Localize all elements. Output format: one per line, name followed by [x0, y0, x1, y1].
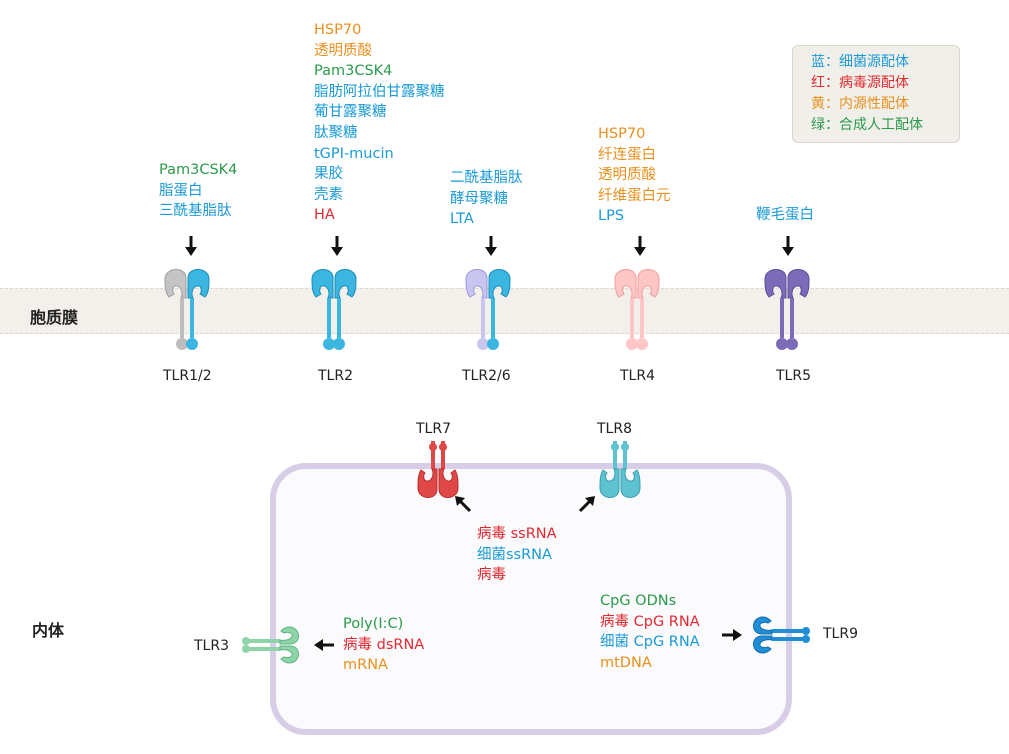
legend-item-viral: 红：病毒源配体: [811, 75, 909, 91]
tlr26-ligand-list: 二酰基脂肽 酵母聚糖 LTA: [450, 168, 523, 230]
ligand: 纤连蛋白: [598, 146, 656, 163]
tlr26-receptor: [465, 269, 511, 350]
tlr12-receptor: [164, 269, 210, 350]
ligand: tGPI-mucin: [314, 145, 394, 162]
ligand: LPS: [598, 208, 625, 225]
tlr7-label: TLR7: [416, 421, 451, 437]
legend-item-synthetic: 绿：合成人工配体: [811, 117, 923, 133]
ligand: 病毒: [477, 567, 506, 584]
legend: 蓝：细菌源配体 红：病毒源配体 黄：内源性配体 绿：合成人工配体: [792, 45, 960, 143]
ligand: 病毒 ssRNA: [477, 526, 557, 542]
ligand: 透明质酸: [598, 167, 656, 184]
ligand: 壳素: [314, 186, 343, 203]
ligand: 透明质酸: [314, 42, 372, 59]
tlr4-ligand-list: HSP70 纤连蛋白 透明质酸 纤维蛋白元 LPS: [598, 124, 671, 227]
tlr12-label: TLR1/2: [163, 368, 212, 384]
ligand: mtDNA: [600, 654, 652, 671]
down-arrow-icon: [485, 236, 497, 256]
tlr2-receptor: [311, 269, 357, 350]
tlr2-ligand-list: HSP70 透明质酸 Pam3CSK4 脂肪阿拉伯甘露聚糖 葡甘露聚糖 肽聚糖 …: [314, 20, 445, 226]
tlr3-ligand-list: Poly(I:C) 病毒 dsRNA mRNA: [343, 614, 424, 676]
ligand: 脂肪阿拉伯甘露聚糖: [314, 83, 445, 100]
down-arrow-icon: [634, 236, 646, 256]
tlr78-ligand-list: 病毒 ssRNA 细菌ssRNA 病毒: [477, 524, 557, 586]
ligand: 葡甘露聚糖: [314, 104, 387, 121]
ligand: 纤维蛋白元: [598, 187, 671, 204]
ligand: 酵母聚糖: [450, 190, 508, 207]
ligand: Pam3CSK4: [314, 63, 393, 80]
tlr5-ligand-list: 鞭毛蛋白: [756, 205, 814, 226]
ligand: HA: [314, 207, 335, 224]
legend-item-endogenous: 黄：内源性配体: [811, 96, 909, 112]
tlr9-label: TLR9: [823, 626, 858, 642]
down-arrow-icon: [185, 236, 197, 256]
tlr9-receptor: [753, 616, 810, 654]
ligand: LTA: [450, 211, 474, 228]
tlr2-label: TLR2: [318, 368, 353, 384]
left-arrow-icon: [314, 639, 334, 651]
ligand: 病毒 CpG RNA: [600, 613, 700, 630]
tlr3-receptor: [242, 626, 299, 664]
ligand: 脂蛋白: [159, 182, 203, 199]
membrane-label: 胞质膜: [30, 308, 79, 327]
tlr5-label: TLR5: [776, 368, 811, 384]
tlr9-ligand-list: CpG ODNs 病毒 CpG RNA 细菌 CpG RNA mtDNA: [600, 591, 700, 673]
tlr4-label: TLR4: [620, 368, 655, 384]
down-arrow-icon: [782, 236, 794, 256]
tlr4-receptor: [614, 269, 660, 350]
ligand: Pam3CSK4: [159, 162, 238, 178]
ligand: CpG ODNs: [600, 593, 677, 609]
ligand: 果胶: [314, 166, 343, 183]
right-arrow-icon: [722, 629, 742, 641]
ligand: 二酰基脂肽: [450, 170, 523, 186]
ligand: HSP70: [598, 126, 646, 142]
ligand: HSP70: [314, 22, 362, 38]
tlr26-label: TLR2/6: [462, 368, 511, 384]
tlr5-receptor: [764, 269, 810, 350]
tlr8-label: TLR8: [597, 421, 632, 437]
ligand: 三酰基脂肽: [159, 203, 232, 220]
ligand: mRNA: [343, 657, 388, 674]
up-right-arrow-icon: [578, 496, 595, 513]
ligand: 细菌ssRNA: [477, 546, 552, 563]
ligand: 病毒 dsRNA: [343, 636, 425, 653]
tlr7-receptor: [417, 441, 459, 498]
ligand: 鞭毛蛋白: [756, 207, 814, 223]
ligand: 细菌 CpG RNA: [600, 634, 700, 651]
endosome-label: 内体: [32, 621, 65, 640]
tlr8-receptor: [599, 441, 641, 498]
ligand: 肽聚糖: [314, 124, 358, 141]
endosome-compartment: [270, 463, 792, 735]
legend-item-bacterial: 蓝：细菌源配体: [811, 54, 909, 70]
tlr12-ligand-list: Pam3CSK4 脂蛋白 三酰基脂肽: [159, 160, 237, 222]
ligand: Poly(I:C): [343, 616, 404, 632]
tlr3-label: TLR3: [194, 638, 229, 654]
up-left-arrow-icon: [455, 496, 472, 513]
down-arrow-icon: [331, 236, 343, 256]
